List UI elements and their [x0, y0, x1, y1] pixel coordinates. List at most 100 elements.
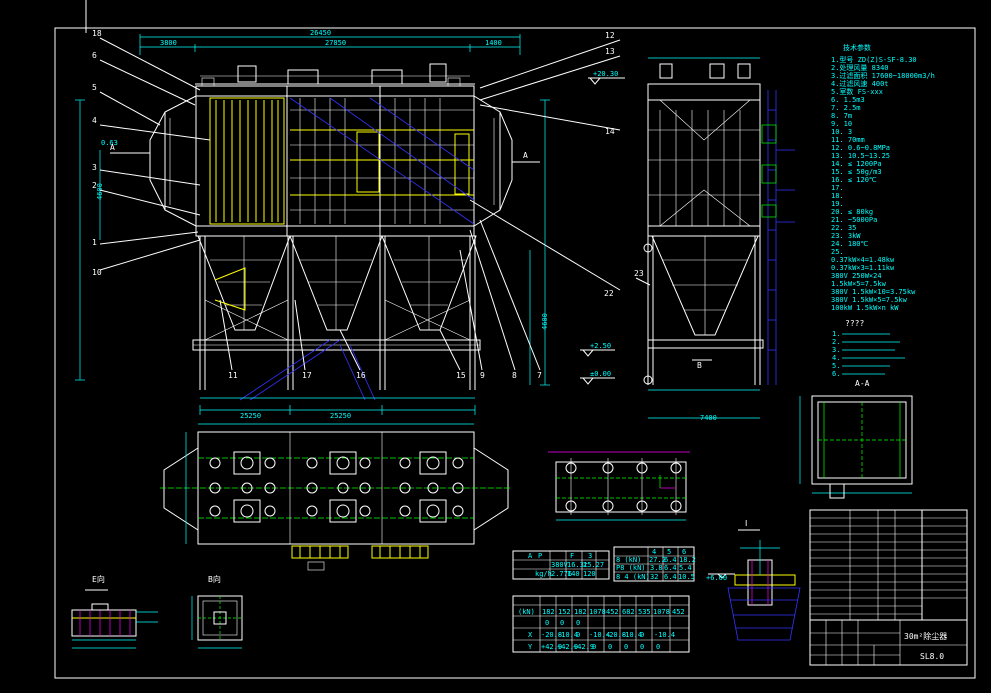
support-row2-c5: -20.8: [605, 631, 626, 639]
top-dimension-lines: 26450 27850 3800 1400: [139, 29, 521, 55]
support-header-6: 682: [622, 608, 635, 616]
part-label-18: 18: [92, 29, 102, 38]
tech-param-20: 20. ≤ 80kg: [831, 208, 873, 216]
weights-header-p: P: [538, 552, 542, 560]
sheet-border: [54, 0, 976, 679]
tech-param-14: 14. ≤ 1200Pa: [831, 160, 882, 168]
loads-table: 4 5 6 8 (kN) 27.2 6.4 18.2 P8 (kN) 3.8 6…: [613, 546, 696, 582]
tech-param-23: 23. 3kW: [831, 232, 861, 240]
plan-view: [160, 423, 512, 571]
support-header-5: 452: [606, 608, 619, 616]
part-leaders-right: 12 13 14 22: [469, 31, 621, 298]
part-label-7: 7: [537, 371, 542, 380]
tech-param-29: 1.5kW×5=7.5kw: [831, 280, 887, 288]
support-row2-label: X: [528, 631, 533, 639]
support-row2-c8: -10.4: [654, 631, 675, 639]
elevation-marks: +20.30 +2.50 ±0.00: [580, 70, 625, 385]
weights-cell-r1c1: 380V: [551, 561, 569, 569]
detail-foundation-section: Ⅰ +6.00: [706, 519, 801, 641]
tech-param-25: 25.: [831, 248, 844, 256]
loads-row3-c1: 32: [650, 573, 658, 581]
note-3: 3.: [832, 346, 840, 354]
notes-title: ????: [845, 319, 864, 328]
support-structure: [192, 236, 481, 401]
section-mark-a-left: A: [110, 143, 115, 152]
part-label-8: 8: [512, 371, 517, 380]
loads-header-6: 6: [682, 548, 686, 556]
loads-header-4: 4: [652, 548, 656, 556]
loads-row3-label: 8 4 (kN): [616, 573, 650, 581]
support-header-8: 1078: [653, 608, 670, 616]
tech-param-10: 10. 3: [831, 128, 852, 136]
tech-param-31: 380V 1.5kW×5=7.5kw: [831, 296, 908, 304]
loads-row3-c3: 10.5: [678, 573, 695, 581]
weights-cell-r2c1: kg/h: [535, 570, 552, 578]
part-label-11: 11: [228, 371, 238, 380]
part-label-23: 23: [634, 269, 644, 278]
tech-param-4: 4.过滤风速 400t: [831, 79, 889, 88]
tech-param-26: 0.37kW×4=1.48kw: [831, 256, 895, 264]
loads-row2-c1: 3.8: [650, 564, 663, 572]
foundation-layout-view: [548, 451, 690, 521]
part-label-2: 2: [92, 181, 97, 190]
support-row2-c6: -10.4: [621, 631, 642, 639]
support-row3-c5: 0: [608, 643, 612, 651]
loads-header-5: 5: [667, 548, 671, 556]
support-row3-c1: +42.9: [541, 643, 562, 651]
note-4: 4.: [832, 354, 840, 362]
note-6: 6.: [832, 370, 840, 378]
dimension-right-bay: 1400: [485, 39, 502, 47]
drawing-title: 30m²除尘器: [904, 631, 947, 641]
dimension-bay-1: 25250: [240, 412, 261, 420]
loads-row2-c2: 6.4: [664, 564, 677, 572]
dimension-inner-width: 27850: [325, 39, 346, 47]
note-2: 2.: [832, 338, 840, 346]
tech-param-3: 3.过滤面积 17600~18000m3/h: [831, 71, 935, 80]
tech-param-13: 13. 10.5~13.25: [831, 152, 890, 160]
support-row1-c1: 0: [545, 619, 549, 627]
support-header-3: 182: [574, 608, 587, 616]
support-row3-label: Y: [528, 643, 533, 651]
tech-param-21: 21. ~5000Pa: [831, 216, 877, 224]
part-label-14: 14: [605, 127, 615, 136]
weights-cell-r1c3: 25.27: [583, 561, 604, 569]
detail-mark-e: E向: [92, 574, 105, 584]
support-row2-c1: -20.8: [541, 631, 562, 639]
support-row3-c4: 0: [592, 643, 596, 651]
main-housing: [149, 85, 513, 237]
loads-row1-label: 8 (kN): [616, 556, 641, 564]
part-label-4: 4: [92, 116, 97, 125]
tech-param-1: 1.型号 ZD(Z)S-SF-8.30: [831, 55, 917, 64]
elevation-ground: ±0.00: [590, 370, 611, 378]
part-leaders-bottom: 11 17 16 15 9 8 7: [219, 219, 542, 380]
support-row1-c2: 0: [560, 619, 564, 627]
weights-cell-r1c2: 16.3t: [567, 561, 588, 569]
part-label-12: 12: [605, 31, 615, 40]
weights-cell-r2c2: 2.776: [551, 570, 572, 578]
dimension-total-width: 26450: [310, 29, 331, 37]
tech-param-9: 9. 10: [831, 120, 852, 128]
weights-header-f: F: [570, 552, 574, 560]
elevation-detail: +6.00: [706, 574, 727, 582]
tech-param-24: 24. 180℃: [831, 240, 869, 248]
elevation-platform: +2.50: [590, 342, 611, 350]
support-row3-c3: +42.9: [573, 643, 594, 651]
part-leaders-left: 18 6 5 4 3 2 1 10: [92, 29, 211, 277]
tech-param-19: 19.: [831, 200, 844, 208]
part-label-3: 3: [92, 163, 97, 172]
elevation-top: +20.30: [593, 70, 618, 78]
loads-row2-label: P8 (kN): [616, 564, 646, 572]
loads-row1-c1: 27.2: [649, 556, 666, 564]
detail-b-view: B向: [191, 574, 243, 649]
part-label-17: 17: [302, 371, 312, 380]
detail-e-view: E向: [71, 574, 158, 649]
note-1: 1.: [832, 330, 840, 338]
section-mark-a-right: A: [523, 151, 528, 160]
dimension-bay-2: 25250: [330, 412, 351, 420]
part-label-16: 16: [356, 371, 366, 380]
tech-param-6: 6. 1.5m3: [831, 96, 865, 104]
tech-param-12: 12. 0.6~0.8MPa: [831, 144, 890, 152]
dimension-left-bay: 3800: [160, 39, 177, 47]
weights-table: A P F 3 380V 16.3t 25.27 kg/h 2.776 140 …: [512, 550, 610, 580]
